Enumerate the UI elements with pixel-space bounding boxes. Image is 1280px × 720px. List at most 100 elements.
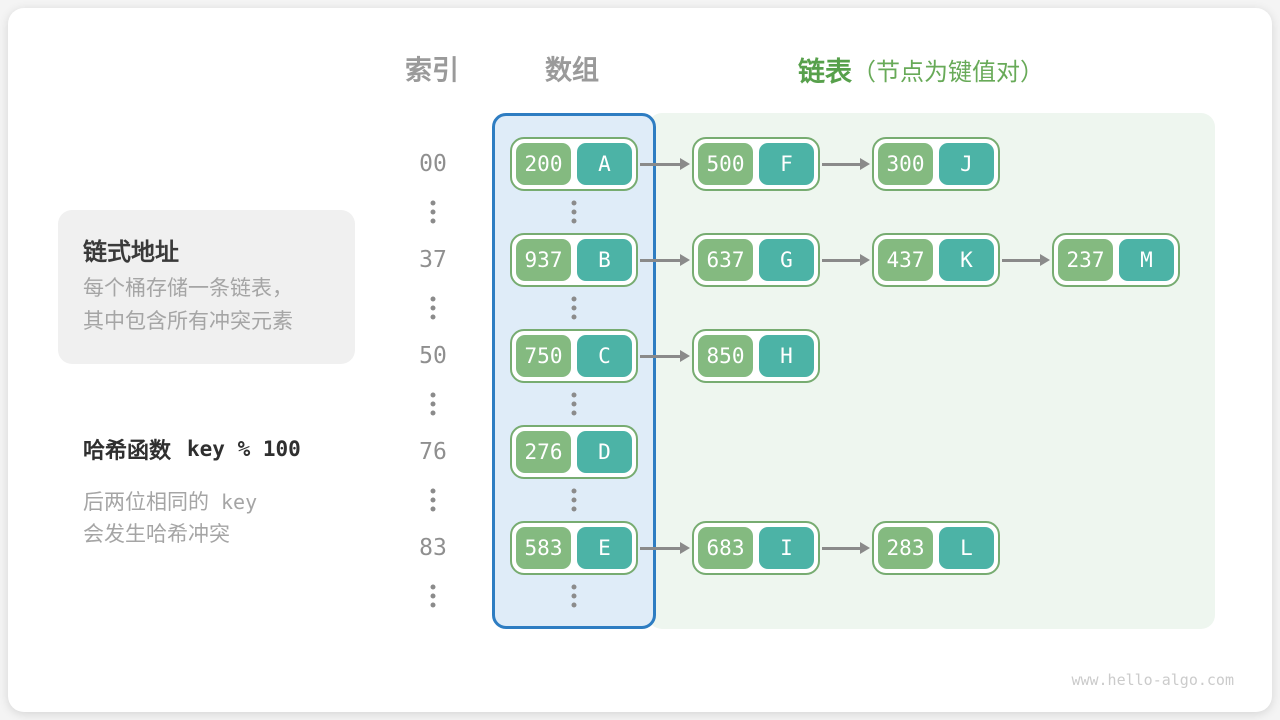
- node-value: I: [759, 527, 814, 569]
- hash-function-label: 哈希函数: [83, 438, 172, 463]
- dot: [571, 401, 577, 407]
- link-arrow: [822, 253, 870, 266]
- node-key: 683: [698, 527, 753, 569]
- ellipsis-dots: [430, 488, 436, 512]
- dot: [430, 401, 436, 407]
- bucket-index-label: 83: [419, 535, 447, 561]
- dot: [430, 593, 436, 599]
- ellipsis-dots: [571, 200, 577, 224]
- dot: [430, 305, 436, 311]
- node-value: K: [939, 239, 994, 281]
- node-value: J: [939, 143, 994, 185]
- dot: [430, 200, 436, 206]
- list-header-note: （节点为键值对）: [852, 58, 1044, 86]
- watermark: www.hello-algo.com: [1071, 671, 1234, 689]
- index-column-header: 索引: [405, 55, 459, 86]
- node-key: 200: [516, 143, 571, 185]
- dot: [571, 410, 577, 416]
- dot: [430, 296, 436, 302]
- ellipsis-dots: [571, 584, 577, 608]
- dot: [430, 602, 436, 608]
- node-value: H: [759, 335, 814, 377]
- dot: [571, 218, 577, 224]
- ellipsis-dots: [571, 296, 577, 320]
- dot: [571, 488, 577, 494]
- node-key: 750: [516, 335, 571, 377]
- dot: [430, 584, 436, 590]
- dot: [430, 209, 436, 215]
- node-value: G: [759, 239, 814, 281]
- dot: [430, 392, 436, 398]
- dot: [571, 392, 577, 398]
- list-column-header: 链表 （节点为键值对）: [798, 52, 1044, 87]
- node-value: L: [939, 527, 994, 569]
- node-value: M: [1119, 239, 1174, 281]
- dot: [571, 593, 577, 599]
- ellipsis-dots: [430, 296, 436, 320]
- bucket-index-label: 76: [419, 439, 447, 465]
- node-key: 237: [1058, 239, 1113, 281]
- node-key: 500: [698, 143, 753, 185]
- bucket-index-label: 00: [419, 151, 447, 177]
- link-arrow: [822, 157, 870, 170]
- link-arrow: [822, 541, 870, 554]
- ellipsis-dots: [571, 488, 577, 512]
- node-key: 276: [516, 431, 571, 473]
- node-value: C: [577, 335, 632, 377]
- key-mono-text: key: [221, 490, 258, 514]
- ellipsis-dots: [430, 584, 436, 608]
- dot: [430, 488, 436, 494]
- dot: [571, 296, 577, 302]
- node-key: 850: [698, 335, 753, 377]
- bucket-index-label: 37: [419, 247, 447, 273]
- list-header-title: 链表: [798, 56, 852, 87]
- hash-function-title-row: 哈希函数 key % 100: [83, 433, 301, 465]
- dot: [430, 218, 436, 224]
- bucket-index-label: 50: [419, 343, 447, 369]
- method-description: 每个桶存储一条链表， 其中包含所有冲突元素: [83, 272, 293, 338]
- ellipsis-dots: [430, 200, 436, 224]
- dot: [571, 305, 577, 311]
- dot: [430, 314, 436, 320]
- hash-description-line: 会发生哈希冲突: [83, 523, 230, 546]
- node-key: 637: [698, 239, 753, 281]
- node-value: F: [759, 143, 814, 185]
- method-description-line: 其中包含所有冲突元素: [83, 310, 293, 333]
- dot: [430, 506, 436, 512]
- method-description-line: 每个桶存储一条链表，: [83, 277, 293, 300]
- node-value: E: [577, 527, 632, 569]
- hash-function-formula: key % 100: [187, 437, 301, 461]
- ellipsis-dots: [430, 392, 436, 416]
- method-callout-box: 链式地址 每个桶存储一条链表， 其中包含所有冲突元素: [58, 210, 355, 364]
- node-value: B: [577, 239, 632, 281]
- array-column-header: 数组: [545, 55, 599, 86]
- node-value: A: [577, 143, 632, 185]
- node-key: 583: [516, 527, 571, 569]
- node-value: D: [577, 431, 632, 473]
- dot: [571, 314, 577, 320]
- dot: [571, 497, 577, 503]
- dot: [571, 506, 577, 512]
- link-arrow: [640, 349, 690, 362]
- link-arrow: [1002, 253, 1050, 266]
- node-key: 300: [878, 143, 933, 185]
- dot: [571, 209, 577, 215]
- link-arrow: [640, 253, 690, 266]
